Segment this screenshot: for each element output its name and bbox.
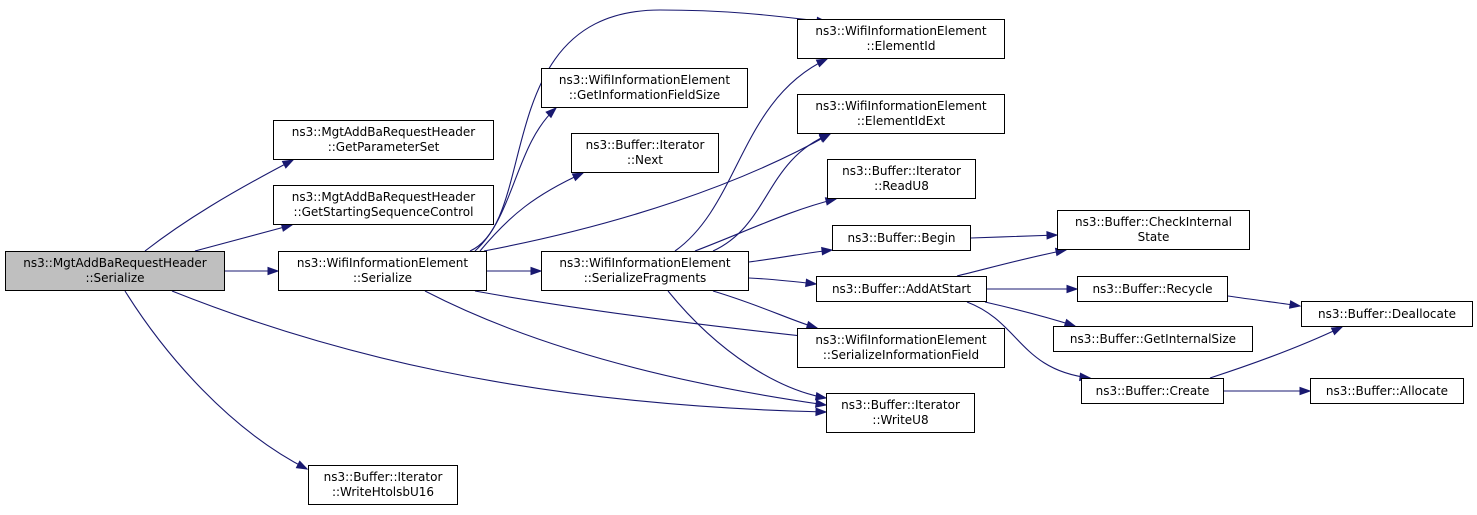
edge-n3-n6 (469, 9, 828, 252)
node-label-line: ns3::WifiInformationElement (815, 99, 987, 113)
arrowhead-icon (814, 399, 828, 408)
node-serializefragments[interactable]: ns3::WifiInformationElement ::SerializeF… (541, 251, 749, 291)
arrowhead-icon (267, 266, 280, 276)
node-label-line: ns3::Buffer::Iterator (323, 470, 443, 484)
arrowhead-icon (814, 391, 828, 401)
node-iterator-writeu8[interactable]: ns3::Buffer::Iterator ::WriteU8 (826, 393, 975, 433)
node-label-line: ns3::Buffer::AddAtStart (831, 281, 972, 296)
node-label-line: ns3::MgtAddBaRequestHeader (291, 125, 476, 139)
node-label-line: ::WriteHtolsbU16 (331, 485, 435, 499)
node-iterator-readu8[interactable]: ns3::Buffer::Iterator ::ReadU8 (827, 159, 976, 199)
node-label-line: ::ElementId (866, 39, 936, 53)
edge-n18-n19 (1209, 326, 1343, 379)
edge-n0-n5 (124, 290, 308, 470)
arrowhead-icon (280, 223, 294, 232)
node-label-line: State (1137, 230, 1170, 244)
node-label-line: ::ReadU8 (874, 179, 929, 193)
edge-n10-n4 (667, 290, 827, 399)
edge-n3-n4 (424, 290, 827, 406)
node-label-line: ns3::MgtAddBaRequestHeader (23, 256, 207, 270)
node-iterator-writehtolsbu16[interactable]: ns3::Buffer::Iterator ::WriteHtolsbU16 (308, 465, 458, 505)
node-label-line: ns3::Buffer::Allocate (1325, 383, 1449, 398)
edge-n10-n12 (694, 198, 837, 252)
node-label-line: ns3::WifiInformationElement (815, 333, 987, 347)
node-buffer-create[interactable]: ns3::Buffer::Create (1081, 378, 1224, 404)
edge-n0-n4 (171, 290, 827, 413)
arrowhead-icon (1299, 386, 1312, 396)
node-serializeinformationfield[interactable]: ns3::WifiInformationElement ::SerializeI… (797, 328, 1005, 368)
node-wifiinformationelement-serialize[interactable]: ns3::WifiInformationElement ::Serialize (278, 251, 487, 291)
edge-n3-n8 (479, 172, 584, 252)
node-label-line: ns3::Buffer::Recycle (1092, 281, 1213, 296)
edge-n0-n1 (144, 159, 294, 252)
arrowhead-icon (1066, 284, 1079, 294)
node-label-line: ns3::MgtAddBaRequestHeader (291, 190, 476, 204)
node-label-line: ::SerializeInformationField (822, 348, 980, 362)
arrowhead-icon (1330, 326, 1344, 336)
node-label-line: ns3::WifiInformationElement (296, 256, 469, 270)
arrowhead-icon (1046, 231, 1059, 240)
node-getparameterset[interactable]: ns3::MgtAddBaRequestHeader ::GetParamete… (273, 120, 494, 160)
node-label-line: ns3::Buffer::Iterator (585, 138, 705, 152)
node-label-line: ns3::Buffer::Begin (847, 230, 956, 245)
node-buffer-recycle[interactable]: ns3::Buffer::Recycle (1077, 276, 1228, 302)
arrowhead-icon (815, 407, 828, 417)
edge-n14-n15 (956, 249, 1067, 277)
edge-n14-n18 (966, 301, 1091, 379)
node-label-line: ::GetInformationFieldSize (568, 88, 721, 102)
node-label-line: ns3::Buffer::Iterator (841, 398, 960, 412)
node-buffer-allocate[interactable]: ns3::Buffer::Allocate (1310, 378, 1464, 404)
node-mgtaddbarequestheader-serialize: ns3::MgtAddBaRequestHeader ::Serialize (5, 251, 225, 291)
arrowhead-icon (815, 58, 829, 68)
arrowhead-icon (281, 159, 295, 169)
node-elementidext[interactable]: ns3::WifiInformationElement ::ElementIdE… (797, 94, 1005, 134)
node-label-line: ns3::WifiInformationElement (558, 73, 731, 87)
edge-n10-n11 (712, 290, 818, 329)
node-elementid[interactable]: ns3::WifiInformationElement ::ElementId (797, 19, 1005, 59)
arrowhead-icon (805, 278, 818, 288)
edge-n13-n15 (970, 234, 1058, 239)
edge-n3-n11 (474, 290, 812, 338)
arrowhead-icon (295, 460, 309, 470)
node-label-line: ::ElementIdExt (856, 114, 946, 128)
node-label-line: ::SerializeFragments (583, 271, 707, 285)
node-getinformationfieldsize[interactable]: ns3::WifiInformationElement ::GetInforma… (541, 68, 748, 108)
arrowhead-icon (571, 172, 585, 182)
node-label-line: ns3::Buffer::Iterator (842, 164, 961, 178)
edge-n10-n6 (674, 58, 828, 252)
node-label-line: ::WriteU8 (872, 413, 929, 427)
node-label-line: ns3::Buffer::Create (1095, 383, 1210, 398)
node-buffer-getinternalsize[interactable]: ns3::Buffer::GetInternalSize (1053, 326, 1253, 352)
edge-n14-n17 (984, 301, 1076, 327)
node-label-line: ns3::Buffer::Deallocate (1318, 306, 1456, 321)
edge-n0-n2 (194, 224, 293, 252)
edge-n3-n9 (483, 133, 831, 252)
node-label-line: ns3::Buffer::CheckInternal (1074, 215, 1233, 229)
node-buffer-begin[interactable]: ns3::Buffer::Begin (832, 225, 971, 251)
arrowhead-icon (530, 266, 543, 276)
node-getstartingsequencecontrol[interactable]: ns3::MgtAddBaRequestHeader ::GetStarting… (273, 185, 494, 225)
arrowhead-icon (1288, 300, 1302, 309)
edge-n10-n9 (712, 133, 831, 252)
node-label-line: ::Serialize (352, 271, 413, 285)
node-label-line: ::GetParameterSet (327, 140, 440, 154)
node-label-line: ::Next (626, 153, 664, 167)
edge-n3-n7 (474, 107, 557, 252)
node-label-line: ::Serialize (85, 271, 145, 285)
arrowhead-icon (821, 246, 834, 256)
node-label-line: ns3::Buffer::GetInternalSize (1069, 331, 1237, 346)
arrowhead-icon (545, 107, 558, 119)
arrowhead-icon (818, 133, 832, 142)
node-buffer-checkinternalstate[interactable]: ns3::Buffer::CheckInternal State (1057, 210, 1250, 250)
edge-n16-n19 (1227, 295, 1301, 307)
node-label-line: ns3::WifiInformationElement (815, 24, 987, 38)
node-buffer-addatstart[interactable]: ns3::Buffer::AddAtStart (816, 276, 987, 302)
node-label-line: ns3::WifiInformationElement (559, 256, 731, 270)
node-iterator-next[interactable]: ns3::Buffer::Iterator ::Next (571, 133, 719, 173)
node-buffer-deallocate[interactable]: ns3::Buffer::Deallocate (1301, 301, 1473, 327)
edge-n10-n13 (748, 249, 833, 263)
node-label-line: ::GetStartingSequenceControl (293, 205, 474, 219)
